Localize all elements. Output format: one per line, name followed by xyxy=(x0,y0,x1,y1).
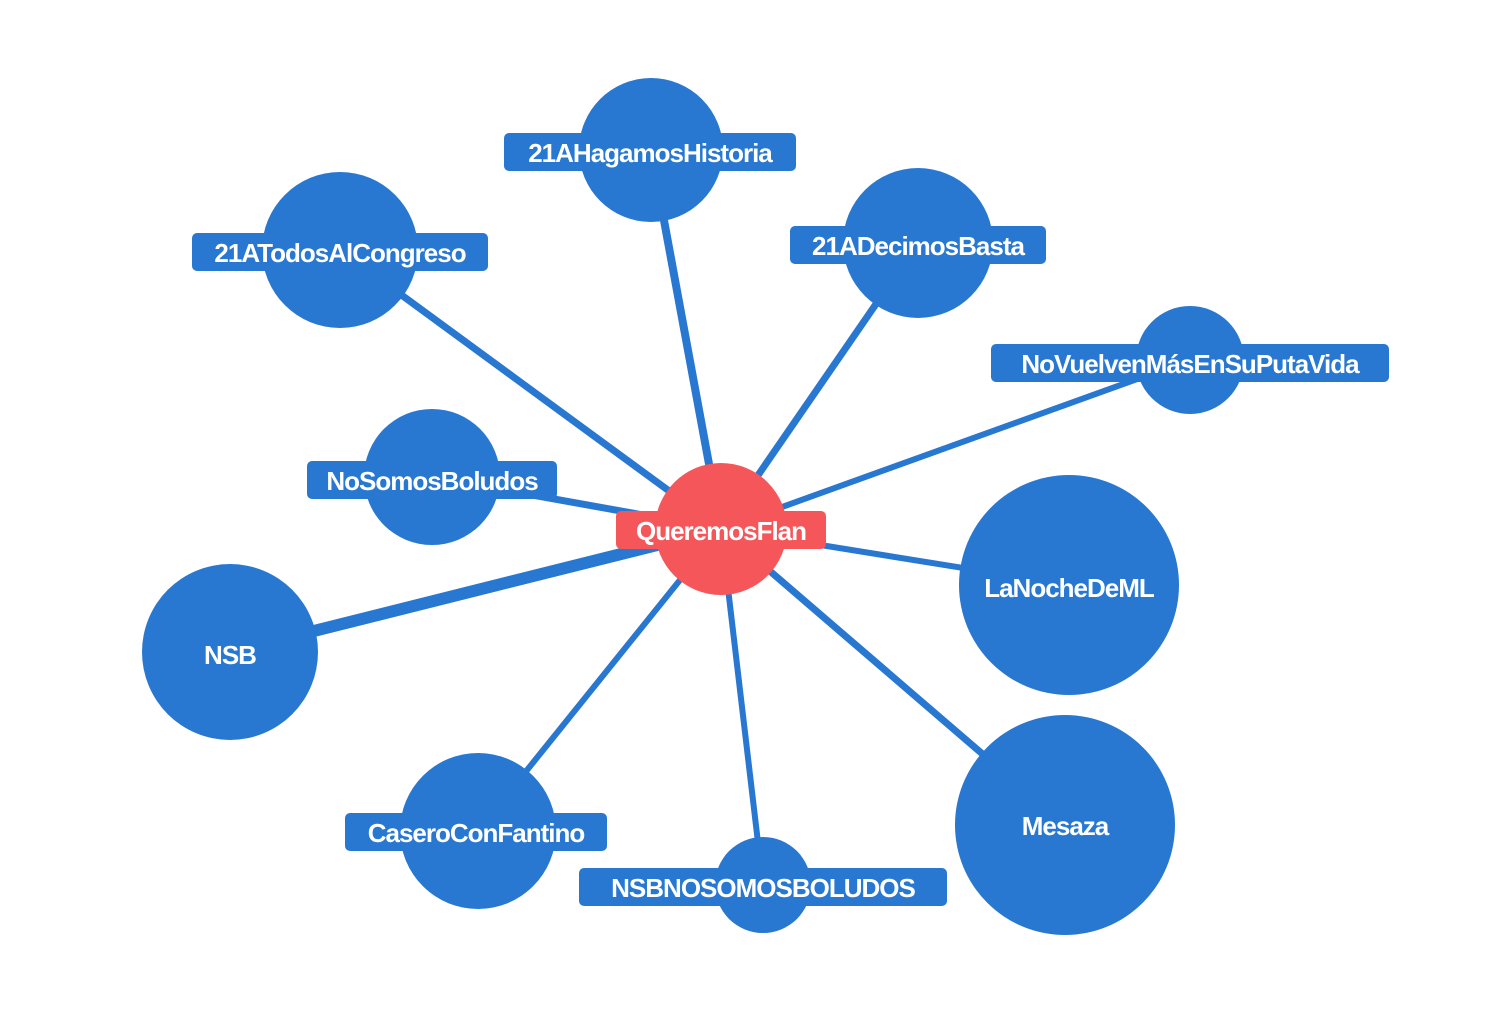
label-box-21adecimosbasta xyxy=(790,226,1046,264)
graph-nodes xyxy=(142,78,1244,935)
graph-labels: 21AHagamosHistoria 21ATodosAlCongreso 21AD… xyxy=(192,133,1389,906)
edge-queremosflan-novuelvenmasensuputavida xyxy=(718,357,1193,532)
label-21adecimosbasta: 21ADecimosBasta xyxy=(812,231,1025,261)
edge-queremosflan-21atodosalcongreso xyxy=(336,246,725,533)
label-nosomosboludos: NoSomosBoludos xyxy=(326,466,538,496)
label-21ahagamoshistoria: 21AHagamosHistoria xyxy=(528,138,773,168)
label-queremosflan: QueremosFlan xyxy=(636,516,806,546)
label-nsb: NSB xyxy=(204,640,256,670)
label-box-nosomosboludos xyxy=(307,461,557,499)
label-nsbnosomosboludos: NSBNOSOMOSBOLUDOS xyxy=(611,873,915,903)
label-box-nsbnosomosboludos xyxy=(579,868,947,906)
label-box-novuelvenmasensuputavida xyxy=(991,344,1389,382)
label-box-21ahagamoshistoria xyxy=(504,133,796,171)
label-box-queremosflan xyxy=(616,511,826,549)
label-caseroconfantino: CaseroConFantino xyxy=(368,818,585,848)
label-box-caseroconfantino xyxy=(345,813,607,851)
label-mesaza: Mesaza xyxy=(1022,811,1110,841)
node-mesaza xyxy=(955,715,1175,935)
node-nsb xyxy=(142,564,318,740)
node-lanochedeml xyxy=(959,475,1179,695)
label-21atodosalcongreso: 21ATodosAlCongreso xyxy=(214,238,465,268)
label-novuelvenmasensuputavida: NoVuelvenMásEnSuPutaVida xyxy=(1021,349,1360,379)
label-lanochedeml: LaNocheDeML xyxy=(984,573,1155,603)
label-box-21atodosalcongreso xyxy=(192,233,488,271)
